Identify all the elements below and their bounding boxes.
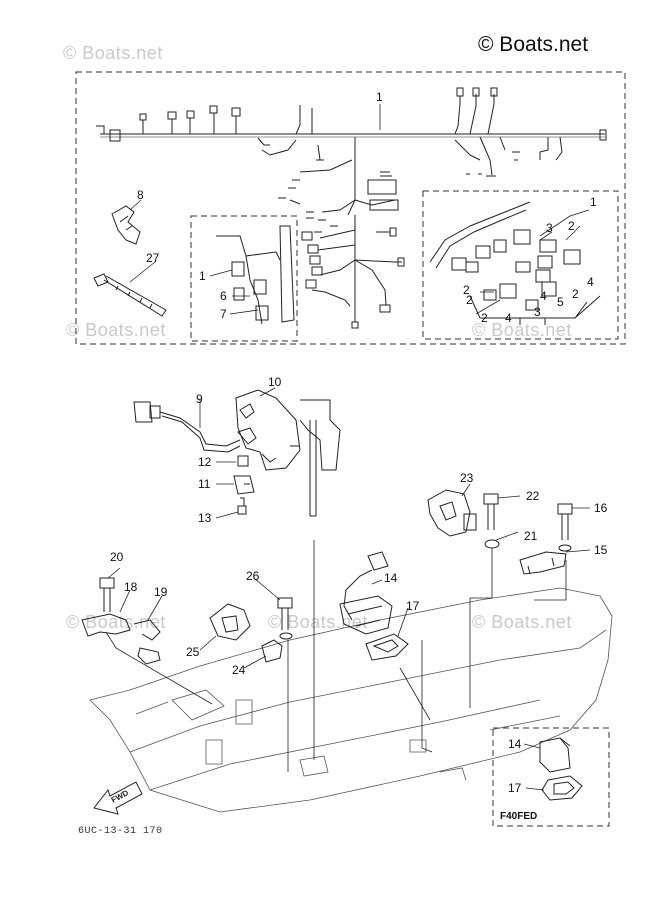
clip-part-8: [111, 205, 141, 245]
bracket-part-15: [519, 551, 567, 575]
clip-part-19: [133, 619, 161, 665]
callout-11: 11: [198, 477, 211, 491]
callout-3b: 3: [534, 305, 541, 319]
callout-25: 25: [186, 645, 200, 659]
sub-harness-6-7: [216, 225, 295, 325]
callout-24: 24: [232, 663, 246, 677]
callout-4c: 4: [505, 311, 512, 325]
callout-20: 20: [110, 550, 124, 564]
callout-4b: 4: [540, 289, 547, 303]
callout-9: 9: [196, 392, 203, 406]
diagram-code: 6UC-13-31 170: [78, 826, 163, 837]
inset-model-label: F40FED: [500, 811, 538, 822]
fwd-arrow-icon: FWD: [93, 781, 143, 815]
hull-outline: [89, 587, 613, 813]
callout-22: 22: [526, 489, 540, 503]
callout-18: 18: [124, 580, 138, 594]
callout-14-inset: 14: [508, 737, 522, 751]
bolt-part-26: [277, 597, 293, 640]
watermark-mid-right: © Boats.net: [472, 320, 572, 340]
callout-19: 19: [154, 585, 168, 599]
callout-2d: 2: [466, 293, 473, 307]
callout-17-inset: 17: [508, 781, 522, 795]
callout-numbers: 1 8 27 1 6 7 1 2 3 4 2 5 4 2 3 2 2 4 10 …: [110, 90, 608, 795]
bolt-part-22: [483, 493, 499, 530]
callout-14: 14: [384, 571, 398, 585]
watermark-top-left: © Boats.net: [63, 43, 163, 63]
drop-lines: [105, 540, 567, 772]
connector-group: [429, 201, 601, 325]
callout-8: 8: [137, 188, 144, 202]
callout-1-group: 1: [590, 195, 597, 209]
callout-27: 27: [146, 251, 160, 265]
sensor-bracket-assembly: [133, 389, 341, 517]
callout-7: 7: [220, 307, 227, 321]
callout-17: 17: [406, 599, 420, 613]
washer-part-21: [484, 539, 500, 549]
inset-switch-14: [539, 737, 571, 773]
brand-watermark: © Boats.net: [478, 33, 589, 56]
leader-lines-top: [129, 104, 590, 315]
callout-21: 21: [524, 529, 538, 543]
part-12-11-13: [233, 455, 255, 515]
bolt-part-16: [557, 503, 573, 552]
watermark-lower-right: © Boats.net: [472, 612, 572, 632]
bracket-part-18: [81, 613, 131, 637]
leader-lines-lower: [107, 387, 591, 669]
callout-1-sub: 1: [199, 269, 206, 283]
dashed-frames: [75, 71, 626, 827]
callout-5: 5: [557, 295, 564, 309]
inset-cover-17: [541, 775, 583, 801]
callout-3a: 3: [546, 221, 553, 235]
callout-12: 12: [198, 455, 212, 469]
callout-2a: 2: [568, 219, 575, 233]
cover-part-17: [365, 633, 409, 661]
callout-4a: 4: [587, 275, 594, 289]
callout-15: 15: [594, 543, 608, 557]
callout-2c: 2: [463, 283, 470, 297]
part-23-holder: [427, 489, 477, 537]
callout-23: 23: [460, 471, 474, 485]
callout-16: 16: [594, 501, 608, 515]
wire-harness: [96, 87, 607, 329]
watermark-lower-left: © Boats.net: [66, 612, 166, 632]
watermark-mid-left: © Boats.net: [66, 320, 166, 340]
switch-part-14: [339, 551, 393, 635]
callout-2e: 2: [481, 311, 488, 325]
callout-6: 6: [220, 289, 227, 303]
callout-10: 10: [268, 375, 282, 389]
callout-13: 13: [198, 511, 212, 525]
cable-tie-part-27: [93, 273, 167, 317]
callout-26: 26: [246, 569, 260, 583]
inset-leaders: [523, 743, 545, 791]
callout-2b: 2: [572, 287, 579, 301]
callout-1: 1: [376, 90, 383, 104]
clamp-part-24: [261, 639, 283, 663]
bolt-part-20: [99, 577, 115, 612]
grommet-part-25: [209, 603, 251, 641]
